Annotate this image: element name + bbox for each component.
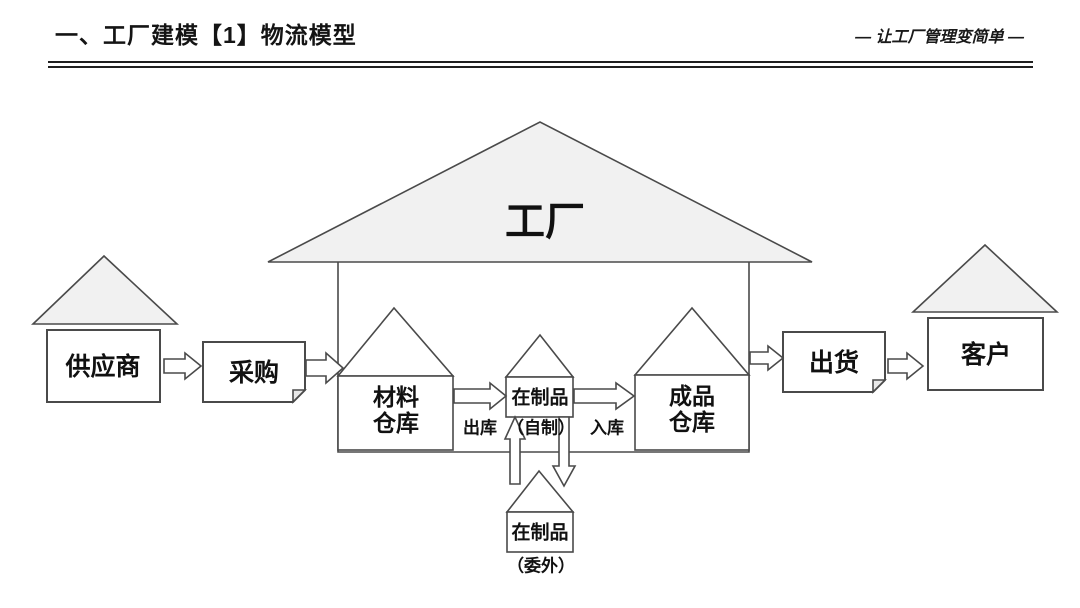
wip-inhouse-sublabel: （自制） (507, 418, 575, 438)
wip-inhouse-roof (504, 333, 575, 378)
page-title: 一、工厂建模【1】物流模型 (55, 22, 357, 48)
factory-label: 工厂 (505, 200, 585, 244)
supplier-roof (31, 254, 180, 325)
wip-inhouse-label: 在制品 (511, 386, 568, 409)
page-slogan: — 让工厂管理变简单 — (855, 29, 1024, 46)
customer-roof (910, 243, 1060, 313)
inbound-flow-label: 入库 (590, 418, 624, 438)
arrow-shipment-to-customer (887, 351, 925, 381)
finished-warehouse-label-line1: 成品 (669, 383, 715, 409)
wip-inhouse-box (505, 376, 574, 418)
purchase-label: 采购 (229, 358, 279, 387)
arrow-purchase-to-factory (305, 351, 345, 385)
material-warehouse-label-line1: 材料 (373, 384, 419, 410)
wip-outsourced-sublabel: （委外） (507, 556, 575, 576)
shipment-label: 出货 (809, 348, 859, 377)
material-warehouse-roof (336, 306, 455, 377)
outbound-flow-label: 出库 (463, 418, 497, 438)
arrow-wip-to-outsourced-down (551, 416, 577, 488)
arrow-factory-to-shipment (749, 344, 785, 372)
finished-warehouse-label-line2: 仓库 (668, 409, 715, 435)
finished-warehouse-box (634, 374, 750, 451)
arrow-wip-to-finished (573, 381, 636, 411)
supplier-box (46, 329, 161, 403)
wip-outsourced-label: 在制品 (511, 521, 568, 544)
finished-warehouse-roof (633, 306, 751, 376)
arrow-outsourced-to-wip-up (503, 415, 527, 485)
material-warehouse-box (337, 375, 454, 451)
purchase-box-folded-corner (292, 389, 307, 404)
factory-walls (337, 262, 750, 453)
header-double-rule (48, 61, 1033, 68)
arrow-material-to-wip (453, 381, 508, 411)
customer-label: 客户 (961, 340, 1011, 369)
material-warehouse-label-line2: 仓库 (372, 410, 419, 436)
shipment-box-folded-corner (872, 379, 887, 394)
supplier-label: 供应商 (64, 352, 140, 381)
wip-outsourced-box (506, 511, 574, 553)
arrow-supplier-to-purchase (163, 351, 203, 381)
customer-box (927, 317, 1044, 391)
factory-roof (267, 121, 813, 263)
